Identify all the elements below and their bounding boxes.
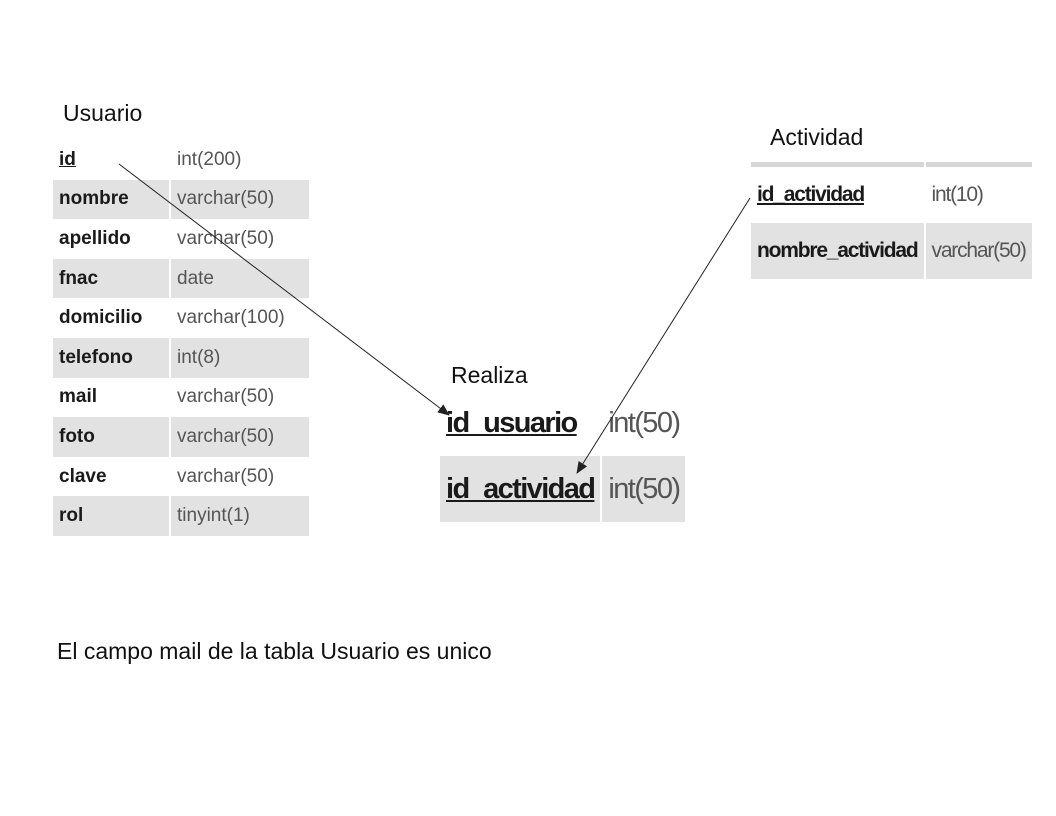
realiza-field-type: int(50) [608, 406, 681, 439]
table-row: fnac date [53, 258, 309, 299]
usuario-table: id int(200) nombre varchar(50) apellido … [51, 140, 311, 536]
actividad-table: id_actividad int(10) nombre_actividad va… [749, 162, 1034, 279]
arrow-actividad-to-realiza [576, 197, 751, 474]
actividad-field-type: int(10) [931, 183, 984, 206]
actividad-field-name: id_actividad [757, 183, 865, 206]
table-row: clave varchar(50) [53, 457, 309, 497]
table-header-bar [751, 162, 1032, 167]
usuario-field-type: varchar(50) [177, 465, 275, 487]
table-row: foto varchar(50) [53, 417, 309, 457]
usuario-field-type: varchar(50) [171, 417, 309, 457]
usuario-field-type: varchar(100) [177, 307, 285, 329]
table-row: id int(200) [53, 140, 309, 180]
usuario-field-type: int(200) [177, 148, 242, 170]
usuario-field-name: apellido [59, 227, 131, 249]
realiza-field-name: id_actividad [440, 456, 601, 522]
usuario-field-name: clave [59, 465, 107, 487]
realiza-field-type: int(50) [602, 456, 686, 522]
table-row: apellido varchar(50) [53, 219, 309, 259]
usuario-field-name: telefono [53, 337, 169, 378]
table-row: id_actividad int(10) [751, 167, 1032, 223]
usuario-field-type: varchar(50) [177, 386, 275, 408]
table-row: id_usuario int(50) [440, 390, 685, 456]
actividad-field-type: varchar(50) [925, 223, 1032, 279]
header-cell [925, 162, 1032, 167]
realiza-field-name: id_usuario [446, 406, 578, 439]
note-text: El campo mail de la tabla Usuario es uni… [57, 638, 492, 664]
usuario-field-name: domicilio [59, 307, 143, 329]
table-row: telefono int(8) [53, 337, 309, 378]
usuario-field-name: rol [53, 496, 169, 536]
usuario-field-type: tinyint(1) [171, 496, 309, 536]
usuario-field-type: date [171, 258, 309, 299]
usuario-field-name: nombre [53, 179, 169, 220]
table-row: nombre_actividad varchar(50) [751, 223, 1032, 279]
usuario-field-name: fnac [53, 258, 169, 299]
usuario-field-name: id [59, 148, 76, 170]
usuario-field-name: mail [59, 386, 98, 408]
table-row: domicilio varchar(100) [53, 298, 309, 338]
table-row: id_actividad int(50) [440, 456, 686, 522]
actividad-field-name: nombre_actividad [751, 223, 924, 279]
table-row: mail varchar(50) [53, 378, 309, 418]
usuario-field-name: foto [53, 417, 169, 457]
usuario-title: Usuario [63, 100, 143, 126]
table-row: rol tinyint(1) [53, 496, 309, 536]
realiza-title: Realiza [451, 362, 528, 388]
arrow-usuario-to-realiza [118, 163, 450, 416]
usuario-field-type: int(8) [171, 337, 309, 378]
usuario-field-type: varchar(50) [171, 179, 309, 220]
header-cell [751, 162, 924, 167]
usuario-field-type: varchar(50) [177, 227, 275, 249]
realiza-table: id_usuario int(50) id_actividad int(50) [438, 390, 687, 522]
table-row: nombre varchar(50) [53, 179, 309, 220]
actividad-title: Actividad [770, 124, 864, 150]
